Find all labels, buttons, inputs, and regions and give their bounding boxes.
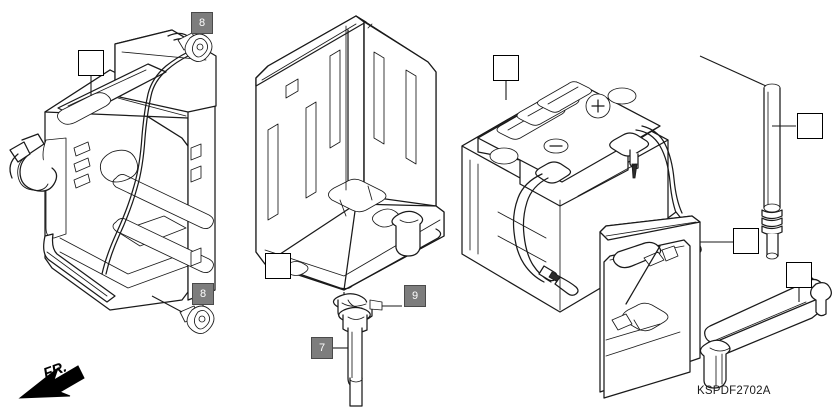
callout-blank-battery-assembly[interactable]: [493, 55, 519, 81]
callout-8-flange-bolt-lower[interactable]: 8: [192, 283, 214, 305]
callout-8-flange-bolt-upper[interactable]: 8: [191, 12, 213, 34]
battery-box-tray-art: [255, 15, 445, 291]
callout-blank-hold-down-rod[interactable]: [797, 113, 823, 139]
hold-down-bolt-art: [333, 306, 371, 407]
callout-blank-battery-side-plate[interactable]: [733, 228, 759, 254]
callout-7-hold-down-bolt[interactable]: 7: [311, 337, 333, 359]
battery-box-cover-art: [9, 29, 217, 311]
hold-down-rod-art: [699, 55, 796, 260]
flange-bolt-upper-art: [177, 32, 213, 62]
flange-bolt-lower-art: [179, 305, 215, 334]
callout-blank-battery-hold-down-bar[interactable]: [786, 262, 812, 288]
cover-strap-hook: [9, 133, 58, 192]
battery-side-plate-art: [599, 215, 733, 399]
front-direction-arrow-art: [18, 365, 85, 399]
callout-9-hold-down-clamp-nut[interactable]: 9: [404, 285, 426, 307]
battery-hold-down-bar-art: [699, 277, 832, 389]
callout-blank-battery-box-cover[interactable]: [78, 50, 104, 76]
callout-blank-battery-box-tray[interactable]: [265, 253, 291, 279]
diagram-watermark: KSPDF2702A: [697, 385, 771, 397]
